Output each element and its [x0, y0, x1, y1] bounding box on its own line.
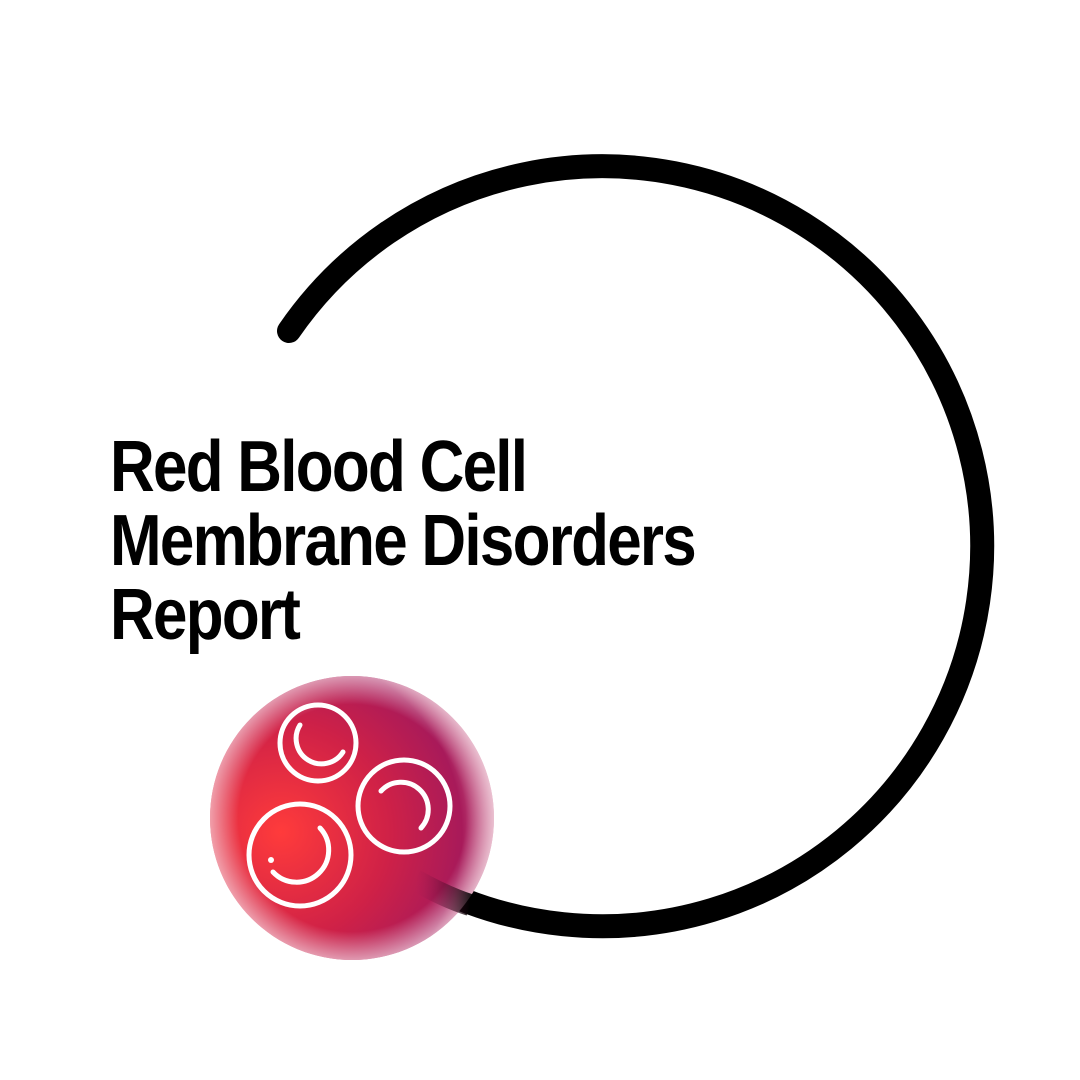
arc-line — [277, 154, 995, 939]
title-line-2: Membrane Disorders — [110, 501, 697, 581]
red-blood-cells-icon — [210, 676, 494, 960]
title-line-3: Report — [110, 575, 301, 655]
report-title: Red Blood Cell Membrane Disorders Report — [110, 427, 697, 655]
title-line-1: Red Blood Cell — [110, 427, 528, 507]
